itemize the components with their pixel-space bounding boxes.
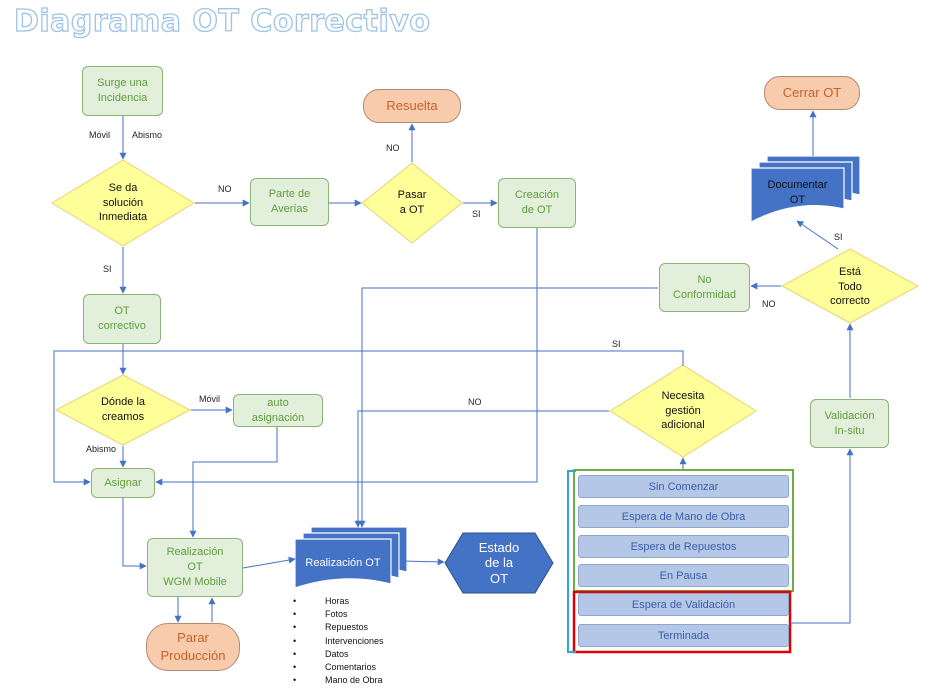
decision-necesita-gestion	[609, 364, 757, 458]
node-resuelta: Resuelta	[363, 89, 461, 123]
edge-label-si-documentar: SI	[834, 232, 843, 242]
edge-label-si-necesita: SI	[612, 339, 621, 349]
decision-donde-creamos	[54, 374, 192, 446]
documentar-ot-multidoc	[750, 155, 861, 223]
edge-label-movil-auto: Móvil	[199, 394, 221, 404]
decision-solucion-inmediata	[51, 159, 195, 247]
node-no-conformidad: No Conformidad	[659, 263, 750, 312]
node-surge-incidencia: Surge una Incidencia	[82, 66, 163, 116]
node-ot-correctivo: OT correctivo	[83, 294, 161, 344]
node-parte-averias: Parte de Averías	[250, 178, 329, 226]
status-en-pausa: En Pausa	[578, 564, 789, 587]
edge-label-no-necesita: NO	[468, 397, 482, 407]
edge-label-no-resuelta: NO	[386, 143, 400, 153]
detail-item: Repuestos	[293, 621, 384, 634]
detail-item: Mano de Obra	[293, 674, 384, 687]
node-realizacion-wgm: Realización OT WGM Mobile	[147, 538, 243, 597]
decision-necesita-label: Necesita gestión adicional	[661, 389, 705, 432]
edge-label-abismo-asignar: Abismo	[86, 444, 117, 454]
decision-esta-correcto	[780, 248, 920, 324]
documentar-ot-label: Documentar OT	[767, 179, 828, 206]
diagram-title: Diagrama OT Correctivo	[13, 3, 431, 39]
group-validation	[572, 590, 792, 654]
realizacion-ot-label: Realización OT	[305, 556, 381, 569]
node-asignar: Asignar	[91, 468, 155, 498]
edge-label-no-parte: NO	[218, 184, 232, 194]
status-espera-mano-obra: Espera de Mano de Obra	[578, 505, 789, 528]
node-parar-produccion: Parar Producción	[146, 623, 240, 671]
status-bracket	[567, 470, 576, 653]
edge-label-si-creacion: SI	[472, 209, 481, 219]
realizacion-ot-multidoc	[294, 526, 408, 589]
decision-donde-label: Dónde la creamos	[100, 396, 146, 423]
edge-label-abismo: Abismo	[132, 130, 163, 140]
status-espera-validacion: Espera de Validación	[578, 593, 789, 616]
decision-correcto-label: Está Todo correcto	[830, 265, 870, 308]
detail-item: Fotos	[293, 608, 384, 621]
detail-item: Comentarios	[293, 661, 384, 674]
detail-item: Horas	[293, 595, 384, 608]
detail-item: Datos	[293, 648, 384, 661]
decision-pasar-ot	[361, 162, 463, 244]
node-auto-asignacion: auto asignación	[233, 394, 323, 427]
edge-label-no-conformidad: NO	[762, 299, 776, 309]
decision-pasar-label: Pasar a OT	[397, 189, 427, 216]
status-terminada: Terminada	[578, 624, 789, 647]
edge-label-si-ot: SI	[103, 264, 112, 274]
detail-item: Intervenciones	[293, 635, 384, 648]
node-validacion-insitu: Validación In-situ	[810, 399, 889, 448]
edge-label-movil: Móvil	[89, 130, 111, 140]
status-sin-comenzar: Sin Comenzar	[578, 475, 789, 498]
connectors	[53, 110, 854, 624]
status-espera-repuestos: Espera de Repuestos	[578, 535, 789, 558]
node-creacion-ot: Creación de OT	[498, 178, 576, 228]
estado-ot-hexagon	[444, 532, 554, 594]
estado-ot-label: Estado de la OT	[478, 539, 520, 586]
realizacion-ot-details: Horas Fotos Repuestos Intervenciones Dat…	[293, 595, 384, 688]
decision-solucion-label: Se da solución Inmediata	[98, 181, 148, 224]
node-cerrar-ot: Cerrar OT	[764, 76, 860, 110]
